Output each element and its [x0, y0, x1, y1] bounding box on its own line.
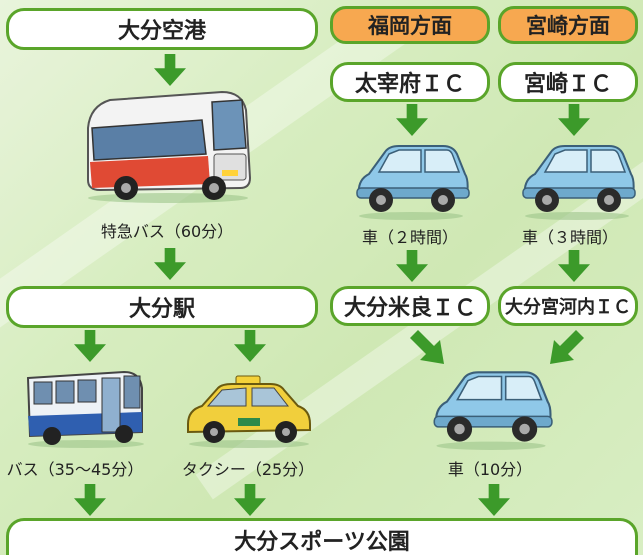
label-car-fukuoka: 車（２時間）	[361, 228, 458, 247]
label-bus: バス（35〜45分）	[6, 460, 144, 479]
arrow-down-icon	[474, 484, 514, 516]
route-bus-icon	[26, 370, 144, 448]
header-fukuoka: 福岡方面	[330, 6, 490, 44]
node-miyazaki-ic: 宮崎ＩＣ	[498, 62, 638, 102]
label-car-final: 車（10分）	[447, 460, 533, 479]
header-miyazaki: 宮崎方面	[498, 6, 638, 44]
bus-icon	[87, 90, 252, 203]
arrow-down-icon	[150, 248, 190, 280]
arrow-down-icon	[392, 104, 432, 136]
arrow-diagonal-icon	[410, 330, 444, 364]
arrow-down-icon	[70, 330, 110, 362]
arrow-down-icon	[392, 250, 432, 282]
arrow-down-icon	[230, 484, 270, 516]
car-icon	[424, 366, 558, 450]
node-oita-station: 大分駅	[6, 286, 318, 328]
taxi-icon	[187, 375, 311, 448]
arrow-down-icon	[554, 250, 594, 282]
car-icon	[514, 140, 640, 220]
node-oita-sports-park: 大分スポーツ公園	[6, 518, 638, 555]
node-dazaifu-ic: 太宰府ＩＣ	[330, 62, 490, 102]
arrow-down-icon	[230, 330, 270, 362]
arrow-down-icon	[150, 54, 190, 86]
arrow-diagonal-icon	[550, 330, 584, 364]
node-oita-miyakawauchi-ic: 大分宮河内ＩＣ	[498, 286, 638, 326]
car-icon	[348, 140, 474, 220]
arrow-down-icon	[70, 484, 110, 516]
node-oita-airport: 大分空港	[6, 8, 318, 50]
node-oita-yonera-ic: 大分米良ＩＣ	[330, 286, 490, 326]
arrow-down-icon	[554, 104, 594, 136]
label-car-miyazaki: 車（３時間）	[521, 228, 618, 247]
label-taxi: タクシー（25分）	[181, 460, 315, 479]
label-express-bus: 特急バス（60分）	[100, 222, 234, 241]
